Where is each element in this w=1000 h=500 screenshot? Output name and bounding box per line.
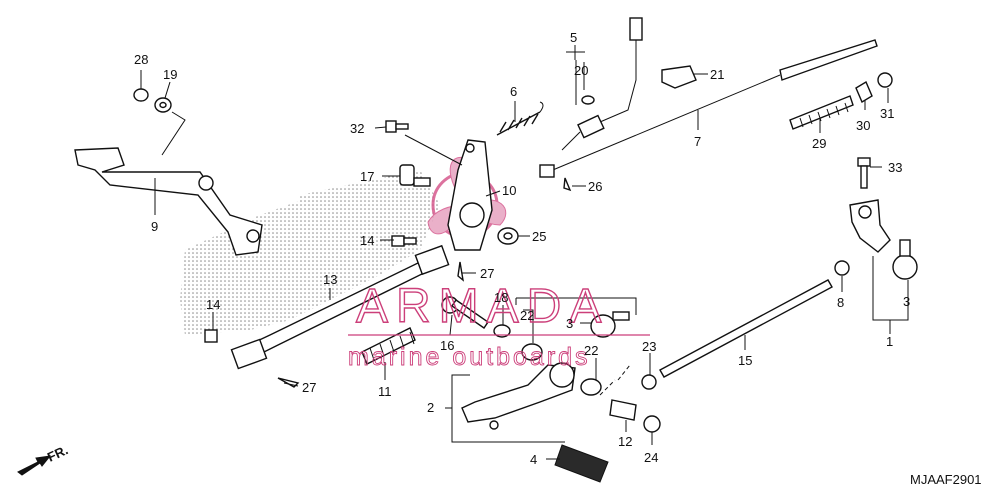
- callout-8: 8: [837, 295, 844, 310]
- callout-6: 6: [510, 84, 517, 99]
- washer-28: [133, 88, 149, 102]
- front-direction-label: FR.: [45, 442, 70, 464]
- shift-arm-2: [461, 362, 576, 430]
- callout-16: 16: [440, 338, 454, 353]
- clip-27-upper: [457, 261, 464, 282]
- pin-14-lower: [204, 329, 218, 343]
- callout-22b: 22: [584, 343, 598, 358]
- ball-joint-3-right: [892, 239, 918, 280]
- callout-32: 32: [350, 121, 364, 136]
- callout-12: 12: [618, 434, 632, 449]
- callout-3b: 3: [903, 294, 910, 309]
- callout-26: 26: [588, 179, 602, 194]
- callout-30: 30: [856, 118, 870, 133]
- frame-silhouette: [180, 170, 440, 335]
- callout-14b: 14: [206, 297, 220, 312]
- callout-33: 33: [888, 160, 902, 175]
- joint-30: [855, 80, 873, 104]
- callout-9: 9: [151, 219, 158, 234]
- nut-23: [641, 374, 657, 390]
- callout-10: 10: [502, 183, 516, 198]
- callout-15: 15: [738, 353, 752, 368]
- spring-11: [361, 327, 416, 365]
- callout-27a: 27: [480, 266, 494, 281]
- nut-31: [877, 72, 893, 88]
- callout-14a: 14: [360, 233, 374, 248]
- washer-18: [493, 324, 511, 338]
- callout-22a: 22: [520, 308, 534, 323]
- callout-24: 24: [644, 450, 658, 465]
- callout-19: 19: [163, 67, 177, 82]
- callout-25: 25: [532, 229, 546, 244]
- callout-17: 17: [360, 169, 374, 184]
- callout-28: 28: [134, 52, 148, 67]
- callout-4: 4: [530, 452, 537, 467]
- diagram-code: MJAAF2901: [910, 472, 982, 487]
- pedal-rubber-4: [554, 444, 609, 483]
- collar-12: [609, 399, 637, 421]
- callout-13: 13: [323, 272, 337, 287]
- callout-3a: 3: [566, 316, 573, 331]
- brake-switch-5: [561, 17, 643, 151]
- bolt-32: [385, 120, 409, 133]
- washer-22-a: [521, 343, 543, 361]
- callout-7: 7: [694, 134, 701, 149]
- clip-26: [563, 177, 572, 192]
- washer-22-b: [580, 378, 602, 396]
- washer-19: [154, 97, 172, 113]
- front-direction-arrow: FR.: [17, 442, 70, 476]
- callout-23: 23: [642, 339, 656, 354]
- callout-labels: 1 2 3 3 4 5 6 7 8 9 10 11 12 13 14 14 15…: [134, 30, 910, 467]
- clamp-21: [661, 65, 697, 89]
- callout-20: 20: [574, 63, 588, 78]
- ball-joint-3-center: [590, 311, 630, 338]
- bolt-16: [441, 296, 489, 329]
- callout-18: 18: [494, 290, 508, 305]
- pin-14-upper: [391, 235, 417, 247]
- brake-arm-10: [447, 139, 493, 251]
- callout-5: 5: [570, 30, 577, 45]
- rod-13: [230, 244, 450, 370]
- callout-27b: 27: [302, 380, 316, 395]
- watermark-brand: ARMADA: [356, 280, 609, 333]
- callout-29: 29: [812, 136, 826, 151]
- brake-rod-7: [539, 39, 878, 178]
- callout-11: 11: [378, 384, 392, 399]
- nut-8: [834, 260, 850, 276]
- watermark-tagline: marine outboards: [348, 343, 591, 371]
- nut-24: [643, 415, 661, 433]
- rod-15: [659, 279, 833, 378]
- brake-pedal: [74, 147, 263, 256]
- washer-25: [497, 227, 519, 245]
- callout-21: 21: [710, 67, 724, 82]
- spring-29: [789, 95, 854, 130]
- leader-lines: [140, 45, 909, 460]
- pivot-bolt-17: [399, 164, 431, 187]
- callout-1: 1: [886, 334, 893, 349]
- bolt-33: [857, 157, 871, 189]
- callout-31: 31: [880, 106, 894, 121]
- callout-2: 2: [427, 400, 434, 415]
- spring-6: [496, 101, 544, 136]
- rod-end-1: [849, 199, 891, 253]
